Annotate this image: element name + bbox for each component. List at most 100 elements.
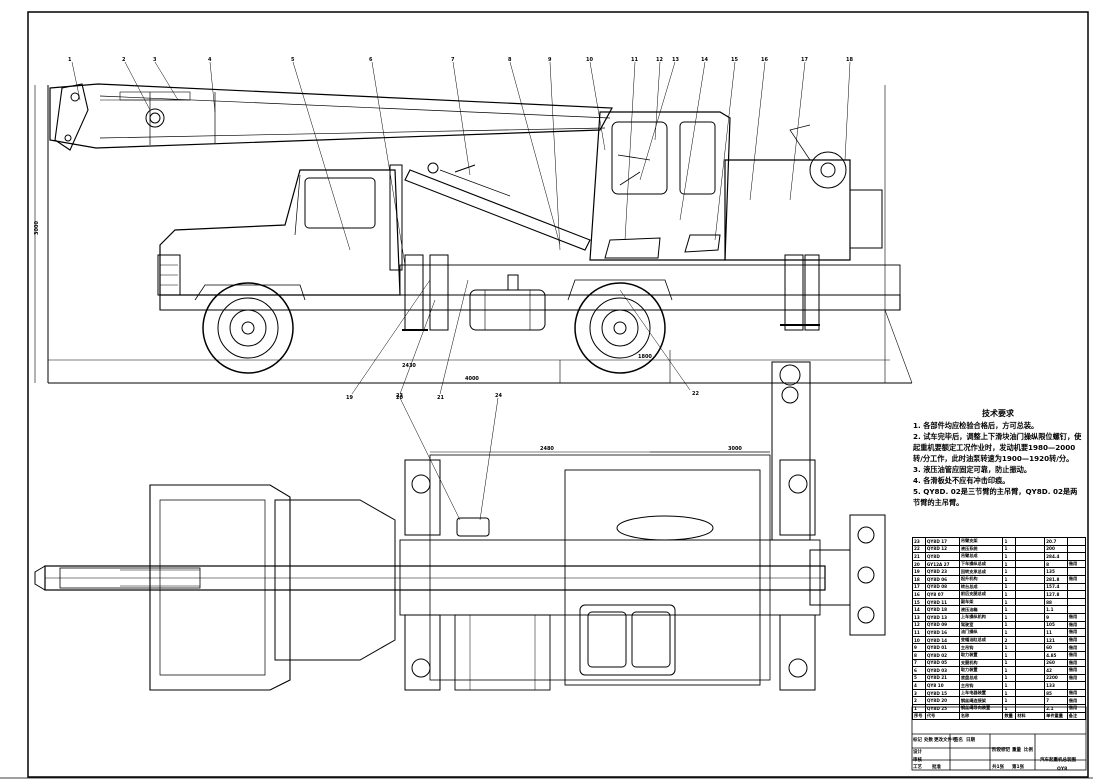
bom-cell: 157.4 (1044, 582, 1068, 592)
bom-cell: QY8D 16 (924, 628, 960, 637)
bom-cell (1015, 628, 1046, 637)
bom-cell: 取力装置 (958, 666, 1004, 675)
dim-label: 3000 (33, 221, 40, 235)
bom-cell: 15 (912, 597, 926, 607)
svg-text:1: 1 (68, 57, 72, 63)
bom-cell: 转台总成 (958, 582, 1004, 592)
bom-cell: 吊臂总成 (958, 552, 1004, 561)
svg-text:12: 12 (656, 57, 663, 63)
bom-cell: 1 (1002, 666, 1017, 675)
bom-cell: QY8D 18 (924, 605, 960, 614)
bom-cell: QY8D 11 (924, 597, 960, 607)
svg-text:11: 11 (631, 57, 638, 63)
bom-cell: 4.85 (1044, 650, 1068, 660)
bom-cell: 变幅油缸总成 (958, 635, 1004, 645)
bom-cell: 主吊钩 (958, 681, 1004, 690)
bom-cell (1066, 681, 1087, 690)
note-item: 2. 试车完毕后，调整上下滑块油门操纵限位螺钉，使起重机要额定工况作业时，发动机… (913, 432, 1082, 463)
bom-cell: 19 (912, 567, 926, 576)
bom-cell (1066, 537, 1087, 546)
svg-text:14: 14 (701, 57, 708, 63)
bom-cell (1015, 574, 1046, 584)
title-block-name: 汽车起重机总装图 (1040, 758, 1076, 763)
bom-cell: QY8 07 (924, 590, 960, 599)
bom-cell: 284.4 (1044, 552, 1068, 561)
svg-text:2: 2 (122, 57, 126, 63)
bom-cell (1015, 597, 1046, 607)
bom-cell: 1 (1002, 582, 1017, 592)
svg-text:17: 17 (801, 57, 808, 63)
bom-cell (1066, 544, 1087, 554)
bom-cell: 1 (1002, 620, 1017, 630)
bom-cell (1066, 597, 1087, 607)
svg-text:5: 5 (291, 57, 295, 63)
bom-cell: 回转支承总成 (958, 567, 1004, 576)
bom-cell: 200 (1044, 544, 1068, 554)
bom-cell: 起升机构 (958, 574, 1004, 584)
bom-cell (1015, 582, 1046, 592)
bom-cell: 9 (1044, 612, 1068, 622)
bom-cell: 121 (1044, 635, 1068, 645)
bom-cell: 1 (1002, 597, 1017, 607)
bom-cell (1066, 582, 1087, 592)
bom-cell: 1 (1002, 537, 1017, 546)
bom-cell: 前后支腿总成 (958, 590, 1004, 599)
bom-cell: QY8 10 (924, 681, 960, 690)
bom-cell: 借用 (1066, 650, 1087, 660)
title-block-sheet-no: 第1张 (1012, 765, 1025, 770)
bom-cell: 下车操纵总成 (958, 559, 1004, 569)
bom-cell: 1 (1002, 567, 1017, 576)
title-block-scale: 比例 (1024, 748, 1033, 753)
bom-cell: 1 (1002, 574, 1017, 584)
bom-cell: QY8D 21 (924, 673, 960, 683)
title-block-row: 更改文件号 (934, 738, 957, 743)
bom-cell: 88 (1044, 597, 1068, 607)
bom-cell: 7 (1044, 696, 1068, 706)
bom-cell: QY8D 09 (924, 620, 960, 630)
bom-cell: 1 (1002, 643, 1017, 652)
bom-cell: 42 (1044, 666, 1068, 675)
bom-cell: 借用 (1066, 658, 1087, 668)
bom-cell: QY8D 02 (924, 650, 960, 660)
dim-label: 2480 (540, 446, 554, 452)
bom-cell: 17 (912, 582, 926, 592)
svg-text:18: 18 (846, 57, 853, 63)
bom-cell: 1 (1002, 688, 1017, 698)
bom-cell: 20.7 (1044, 537, 1068, 546)
svg-text:21: 21 (437, 395, 444, 401)
svg-text:13: 13 (672, 57, 679, 63)
title-block-role: 工艺 (913, 765, 922, 770)
bom-cell: 借用 (1066, 643, 1087, 652)
bom-cell: 上车操纵机构 (958, 612, 1004, 622)
bom-cell: 8 (1044, 559, 1068, 569)
svg-text:3: 3 (153, 57, 157, 63)
note-item: 3. 液压油管应固定可靠，防止振动。 (913, 465, 1032, 474)
svg-text:23: 23 (396, 393, 403, 399)
bom-cell: 驾驶室 (958, 620, 1004, 630)
bom-cell: 16 (912, 590, 926, 599)
bom-cell (1015, 537, 1046, 546)
bom-cell (1015, 658, 1046, 668)
bom-cell: QY8D 17 (924, 537, 960, 546)
bom-cell (1015, 567, 1046, 576)
bom-cell: 材料 (1015, 711, 1046, 721)
bom-cell: 副车架 (958, 597, 1004, 607)
title-block-row: 标记 (913, 738, 922, 743)
title-block-weight: 重量 (1012, 748, 1021, 753)
bom-cell: 22 (912, 544, 926, 554)
bom-cell (1015, 650, 1046, 660)
svg-text:10: 10 (586, 57, 593, 63)
bom-cell (1015, 696, 1046, 706)
bom-cell: 4 (912, 681, 926, 690)
